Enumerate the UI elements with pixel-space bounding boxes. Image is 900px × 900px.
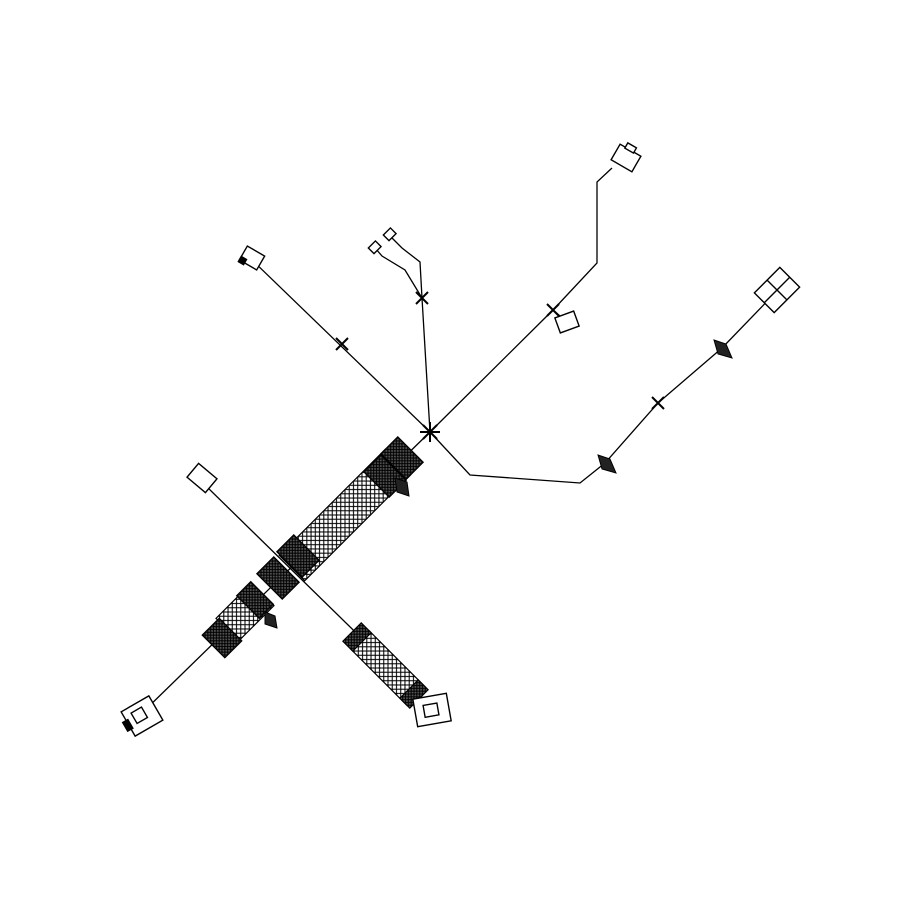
sleeve-band	[275, 533, 321, 579]
sleeve-band	[201, 617, 243, 659]
wire-upper-right	[429, 167, 613, 433]
connector-far-right	[753, 266, 801, 314]
splice-marker	[335, 337, 349, 351]
grommet-icon	[394, 477, 410, 497]
connector-left-crossing	[186, 462, 218, 494]
grommet-icon	[713, 339, 733, 359]
connector-bottom-left	[120, 694, 164, 738]
grommet-icon	[264, 611, 278, 629]
splice-marker	[420, 422, 440, 442]
wire-right	[429, 289, 779, 484]
connector-mid-right	[553, 310, 581, 334]
splice-marker	[546, 303, 560, 317]
connector-bottom-center	[412, 692, 452, 728]
connector-small-2	[382, 226, 398, 242]
wire-upper-small	[389, 235, 431, 433]
sleeve-band	[235, 580, 275, 620]
connector-small-1	[367, 239, 383, 255]
grommet-icon	[597, 454, 617, 474]
wire-upper-small-2	[374, 247, 423, 299]
splice-marker	[651, 396, 665, 410]
sleeve-band	[255, 555, 301, 601]
sleeve-band	[379, 435, 425, 481]
connector-top-right	[610, 141, 642, 173]
splice-marker	[415, 291, 429, 305]
connector-upper-left	[237, 245, 266, 271]
sleeve-band	[342, 622, 372, 652]
